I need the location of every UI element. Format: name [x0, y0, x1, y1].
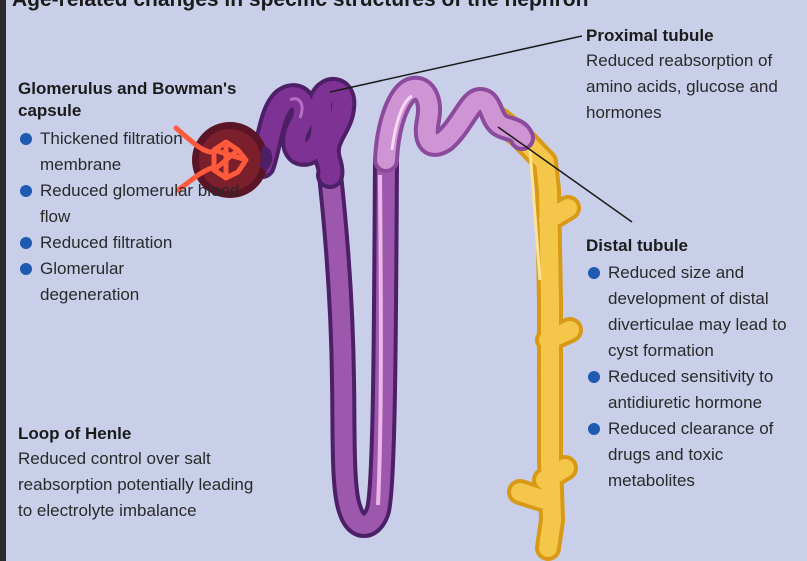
distal-heading: Distal tubule: [586, 234, 804, 258]
bullet-icon: [588, 423, 600, 435]
list-item: Reduced size and development of distal d…: [586, 260, 804, 364]
glomerulus-heading: Glomerulus and Bowman's capsule: [18, 78, 263, 122]
glomerulus-annotation: Glomerulus and Bowman's capsule Thickene…: [18, 78, 278, 308]
glomerulus-list: Thickened filtration membrane Reduced gl…: [18, 126, 223, 308]
loop-annotation: Loop of Henle Reduced control over salt …: [18, 422, 258, 524]
loop-of-henle: [330, 160, 386, 525]
loop-text: Reduced control over salt reabsorption p…: [18, 446, 258, 524]
proximal-leader-line: [330, 36, 582, 92]
bullet-icon: [588, 267, 600, 279]
distal-list: Reduced size and development of distal d…: [586, 260, 804, 494]
proximal-heading: Proximal tubule: [586, 24, 801, 48]
collecting-duct: [500, 120, 570, 548]
distal-convoluted-tubule: [386, 89, 522, 160]
proximal-annotation: Proximal tubule Reduced reabsorption of …: [586, 24, 801, 126]
list-item: Reduced clearance of drugs and toxic met…: [586, 416, 804, 494]
list-item: Reduced filtration: [18, 230, 255, 256]
loop-heading: Loop of Henle: [18, 422, 258, 446]
bullet-icon: [20, 263, 32, 275]
proximal-text: Reduced reabsorption of amino acids, glu…: [586, 48, 801, 126]
bullet-icon: [588, 371, 600, 383]
list-item: Reduced sensitivity to antidiuretic horm…: [586, 364, 804, 416]
bullet-icon: [20, 237, 32, 249]
bullet-icon: [20, 185, 32, 197]
list-item: Glomerular degeneration: [18, 256, 200, 308]
list-item: Reduced glomerular blood flow: [18, 178, 255, 230]
distal-annotation: Distal tubule Reduced size and developme…: [586, 234, 804, 494]
bullet-icon: [20, 133, 32, 145]
list-item: Thickened filtration membrane: [18, 126, 223, 178]
